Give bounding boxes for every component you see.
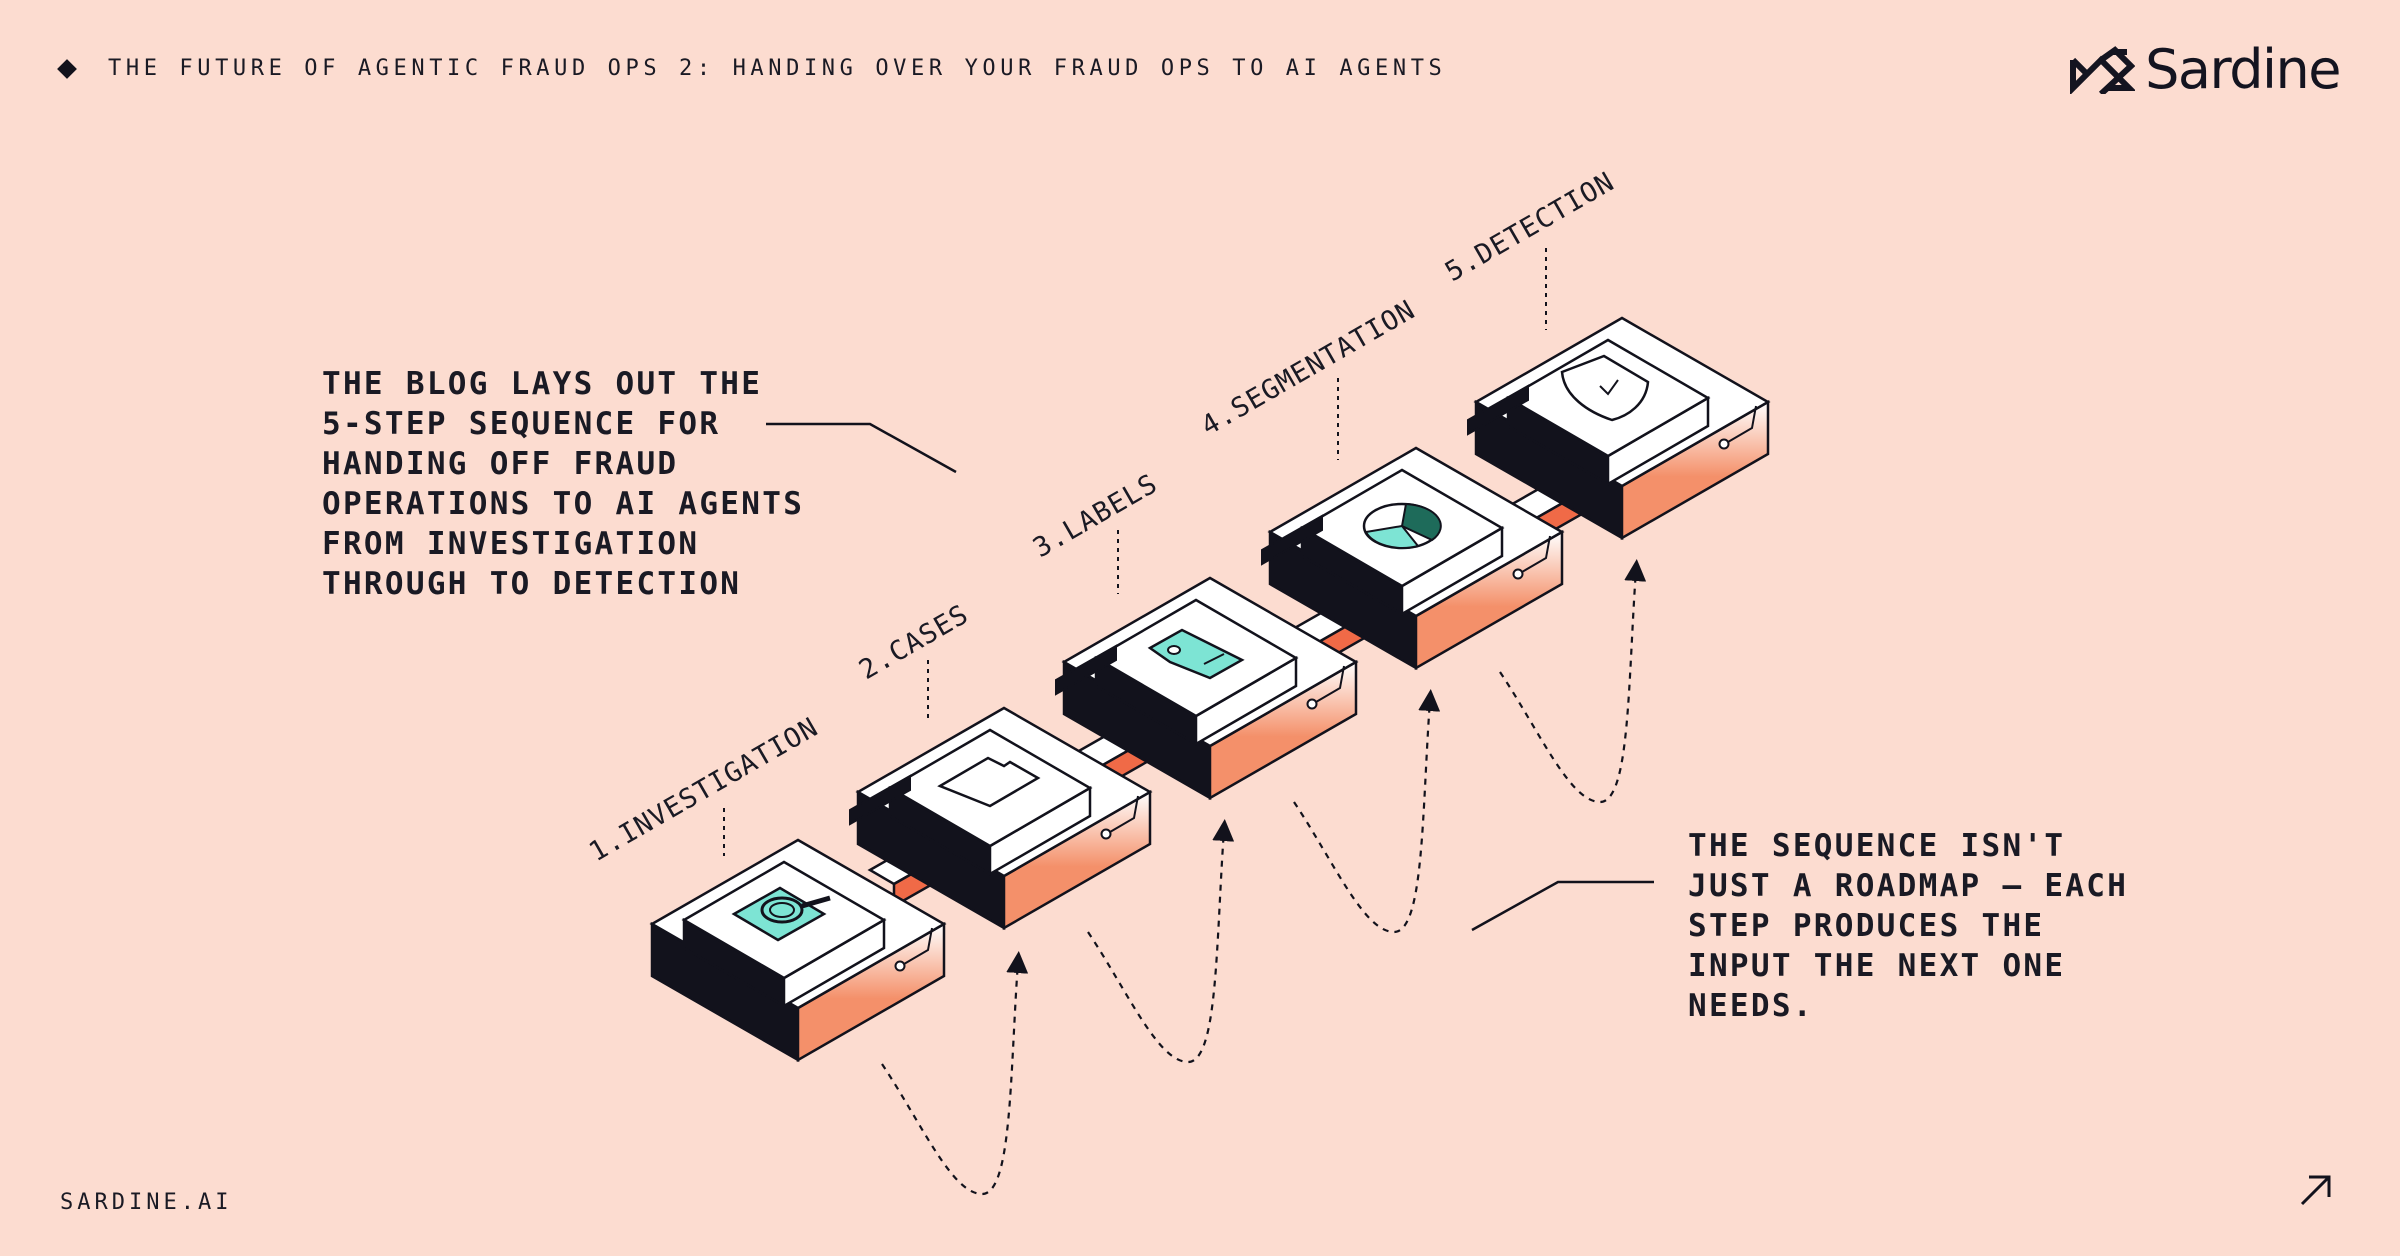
pie-chart-icon — [1362, 502, 1442, 550]
step-block-1 — [649, 838, 947, 1063]
callout-left-leader — [766, 422, 957, 474]
feedback-loop-arrow — [1087, 819, 1235, 1064]
folder-icon — [937, 756, 1041, 808]
callout-right: THE SEQUENCE ISN'T JUST A ROADMAP — EACH… — [1688, 828, 2129, 1024]
header: THE FUTURE OF AGENTIC FRAUD OPS 2: HANDI… — [57, 56, 1447, 81]
step-block-3 — [1055, 576, 1359, 801]
arrow-up-right-icon[interactable] — [2296, 1170, 2336, 1210]
feedback-loop-arrow — [1499, 559, 1647, 804]
tag-icon — [1147, 628, 1245, 680]
step-block-4 — [1261, 446, 1565, 671]
step-label-2: 2.CASES — [854, 599, 974, 686]
sardine-logo-icon — [2070, 45, 2136, 94]
feedback-loop-arrow — [1293, 689, 1441, 934]
brand-name: Sardine — [2145, 38, 2341, 101]
step-block-2 — [849, 706, 1153, 931]
step-label-3: 3.LABELS — [1028, 468, 1163, 564]
brand-logo[interactable]: Sardine — [2069, 38, 2341, 101]
page-title: THE FUTURE OF AGENTIC FRAUD OPS 2: HANDI… — [108, 56, 1447, 81]
step-label-4: 4.SEGMENTATION — [1196, 294, 1421, 442]
callout-left: THE BLOG LAYS OUT THE 5-STEP SEQUENCE FO… — [322, 366, 805, 602]
shield-check-icon — [1560, 354, 1650, 422]
step-block-5 — [1467, 316, 1771, 541]
footer-url[interactable]: SARDINE.AI — [60, 1190, 233, 1215]
callout-right-leader — [1471, 880, 1654, 932]
magnifier-icon — [731, 886, 831, 942]
feedback-loop-arrow — [881, 951, 1029, 1196]
step-label-5: 5.DETECTION — [1440, 166, 1620, 288]
